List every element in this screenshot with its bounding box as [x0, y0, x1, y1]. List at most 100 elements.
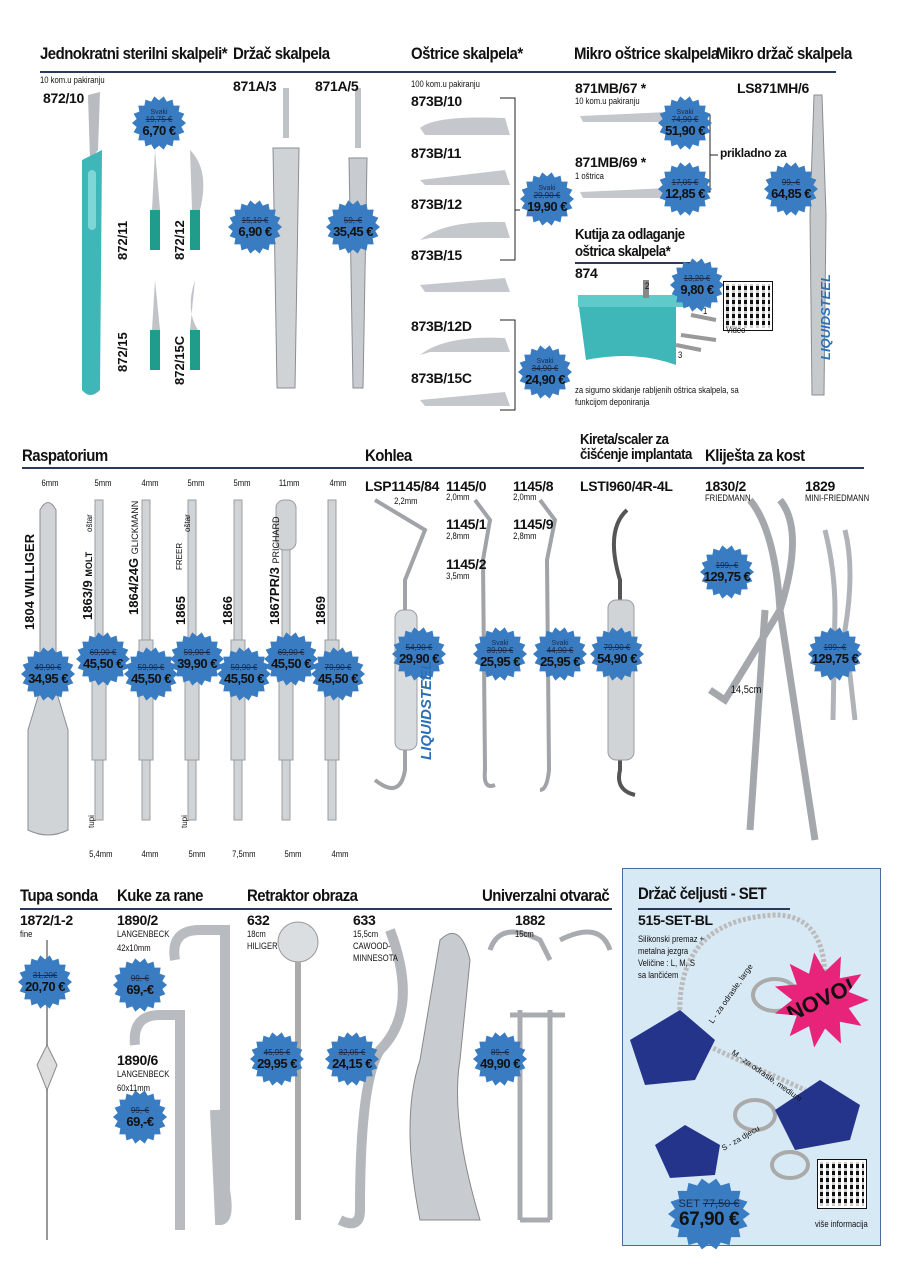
instrument-name: FREER [175, 542, 184, 570]
instrument-name: LANGENBECK [117, 929, 170, 939]
product-code: 1890/6 [117, 1052, 159, 1068]
pack-note: 10 kom.u pakiranju [40, 75, 105, 85]
section-title-jaw-set: Držač čeljusti - SET [638, 884, 767, 903]
product-code: LS871MH/6 [737, 80, 809, 96]
description-line: Silikonski premaz + [638, 934, 705, 944]
product-code: 1872/1-2 [20, 912, 73, 928]
product-code: 1890/2 [117, 912, 159, 928]
tip-width: 5mm [284, 849, 302, 859]
size-label: 60x11mm [117, 1083, 151, 1093]
instrument-name: HILIGER [247, 941, 278, 951]
divider [40, 71, 836, 73]
scalpel-image [82, 92, 102, 395]
section-title-disposal-box: Kutija za odlaganje [575, 226, 685, 243]
product-code: 871A/3 [233, 78, 277, 94]
product-code: 874 [575, 265, 598, 281]
section-title-bone-forceps: Kliješta za kost [705, 446, 805, 465]
product-code: 872/10 [43, 90, 85, 106]
divider [638, 908, 790, 910]
step-number: 3 [678, 350, 683, 360]
product-code: 873B/15 [411, 247, 462, 263]
section-title-disposal-box-2: oštrica skalpela* [575, 243, 671, 260]
instrument-name: LANGENBECK [117, 1069, 170, 1079]
product-code: 1867PR/3 PRICHARD [267, 516, 282, 625]
micro-holder-image [809, 94, 827, 396]
section-title-hooks: Kuke za rane [117, 886, 203, 905]
video-label[interactable]: Video [726, 325, 746, 335]
product-code: 871A/5 [315, 78, 359, 94]
pack-note: 10 kom.u pakiranju [575, 96, 640, 106]
divider [22, 467, 864, 469]
product-code: 633 [353, 912, 376, 928]
width-label: 4mm [329, 478, 347, 488]
scalpel-images [150, 150, 204, 370]
size-label: 3,5mm [446, 571, 470, 581]
instrument-name: FRIEDMANN [705, 493, 751, 503]
product-code: 873B/15C [411, 370, 472, 386]
section-title-micro-blades: Mikro oštrice skalpela [574, 44, 719, 63]
product-code: 1145/9 [513, 516, 554, 532]
blade-images [420, 97, 520, 411]
retractor-images [36, 921, 613, 1240]
product-code: LSTI960/4R-4L [580, 478, 673, 494]
product-code: 872/15C [172, 335, 187, 385]
brand-logo: LIQUIDSTEEL [418, 660, 435, 760]
product-code: 1865 [173, 596, 188, 625]
tip-width: 5,4mm [89, 849, 113, 859]
width-label: 5mm [187, 478, 205, 488]
qr-code[interactable] [723, 281, 773, 331]
product-code: 1145/2 [446, 556, 487, 572]
width-label: 5mm [94, 478, 112, 488]
tip-width: 5mm [188, 849, 206, 859]
section-title-opener: Univerzalni otvarač [482, 886, 610, 905]
more-info-link[interactable]: više informacija [815, 1219, 868, 1229]
product-code: 1830/2 [705, 478, 747, 494]
product-code: 872/12 [172, 220, 187, 260]
product-code: 1869 [313, 596, 328, 625]
tip-width: 4mm [331, 849, 349, 859]
section-title-probe: Tupa sonda [20, 886, 98, 905]
description-line: Veličine : L, M, S [638, 958, 695, 968]
description-line: sa lančićem [638, 970, 679, 980]
product-code: 515-SET-BL [638, 912, 713, 928]
product-code: 1863/9 MOLT [80, 551, 95, 620]
divider [575, 262, 695, 264]
section-title-cheek-retractor: Retraktor obraza [247, 886, 358, 905]
product-code: 632 [247, 912, 270, 928]
section-title-curette: Kireta/scaler za [580, 431, 669, 448]
bone-forceps-images [708, 497, 858, 841]
size-label: 2,0mm [513, 492, 537, 502]
product-code: 873B/11 [411, 145, 462, 161]
size-label: 2,8mm [513, 531, 537, 541]
product-code: 1882 [515, 912, 545, 928]
section-title-holders: Držač skalpela [233, 44, 330, 63]
instrument-name: MINNESOTA [353, 953, 398, 963]
section-title-blades: Oštrice skalpela* [411, 44, 523, 63]
product-code: 871MB/69 * [575, 154, 646, 170]
size-label: 2,0mm [446, 492, 470, 502]
section-title-kohlea: Kohlea [365, 446, 412, 465]
size-label: 15cm [515, 929, 534, 939]
product-code: 1145/1 [446, 516, 487, 532]
qr-code[interactable] [817, 1159, 867, 1209]
instrument-name: CAWOOD- [353, 941, 391, 951]
product-code: 1866 [220, 596, 235, 625]
disposal-box-image [578, 280, 717, 365]
width-label: 6mm [41, 478, 59, 488]
width-label: 4mm [141, 478, 159, 488]
product-code: 1829 [805, 478, 835, 494]
section-title-micro-holder: Mikro držač skalpela [716, 44, 852, 63]
step-number: 2 [645, 281, 650, 291]
product-code: 871MB/67 * [575, 80, 646, 96]
suitable-for-label: prikladno za [720, 146, 787, 160]
pack-note: 1 oštrica [575, 171, 604, 181]
product-code: 1145/8 [513, 478, 554, 494]
note: fine [20, 929, 33, 939]
product-code: 1864/24G GLICKMANN [126, 500, 141, 615]
product-description: za sigurno skidanje rabljenih oštrica sk… [575, 385, 739, 407]
size-label: 2,2mm [394, 496, 418, 506]
section-title-scalpels: Jednokratni sterilni skalpeli* [40, 44, 228, 63]
brand-logo: LIQUIDSTEEL [818, 274, 833, 360]
